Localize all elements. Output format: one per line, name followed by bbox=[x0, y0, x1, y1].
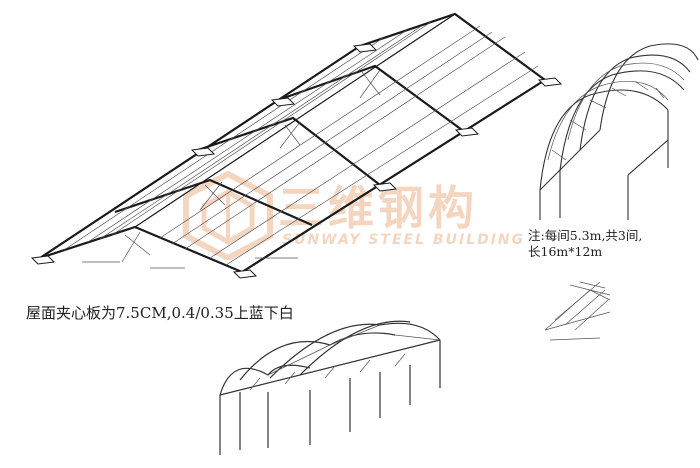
roof-panel-note: 屋面夹心板为7.5CM,0.4/0.35上蓝下白 bbox=[26, 304, 294, 322]
frame-3 bbox=[197, 116, 381, 186]
arch-frame-lower bbox=[219, 320, 441, 455]
arch-upper-lattice bbox=[547, 62, 685, 161]
frame-4 bbox=[277, 64, 463, 131]
base-plate bbox=[537, 77, 563, 87]
watermark-en: SUNWAY STEEL BUILDING bbox=[282, 232, 526, 248]
base-plate bbox=[372, 182, 398, 192]
base-plate bbox=[352, 43, 378, 53]
arch-frame-upper bbox=[539, 43, 699, 220]
base-plate bbox=[232, 269, 258, 279]
base-plate bbox=[270, 97, 296, 107]
frame-2 bbox=[114, 178, 313, 227]
watermark: 三维钢构 SUNWAY STEEL BUILDING bbox=[178, 170, 538, 260]
frame-5 bbox=[359, 12, 546, 81]
base-plate bbox=[190, 147, 216, 157]
base-plate bbox=[454, 127, 480, 137]
watermark-cn: 三维钢构 bbox=[278, 181, 478, 235]
frame-1 bbox=[39, 225, 243, 274]
spacing-note-line-2: 长16m*12m bbox=[528, 244, 603, 259]
spacing-note: 注:每间5.3m,共3间, 长16m*12m bbox=[528, 228, 688, 260]
arch-lower-lattice bbox=[249, 324, 441, 391]
base-plate bbox=[30, 255, 56, 265]
roof-detail-small bbox=[544, 281, 611, 341]
spacing-note-line-1: 注:每间5.3m,共3间, bbox=[528, 228, 643, 243]
watermark-logo-icon bbox=[183, 170, 273, 260]
